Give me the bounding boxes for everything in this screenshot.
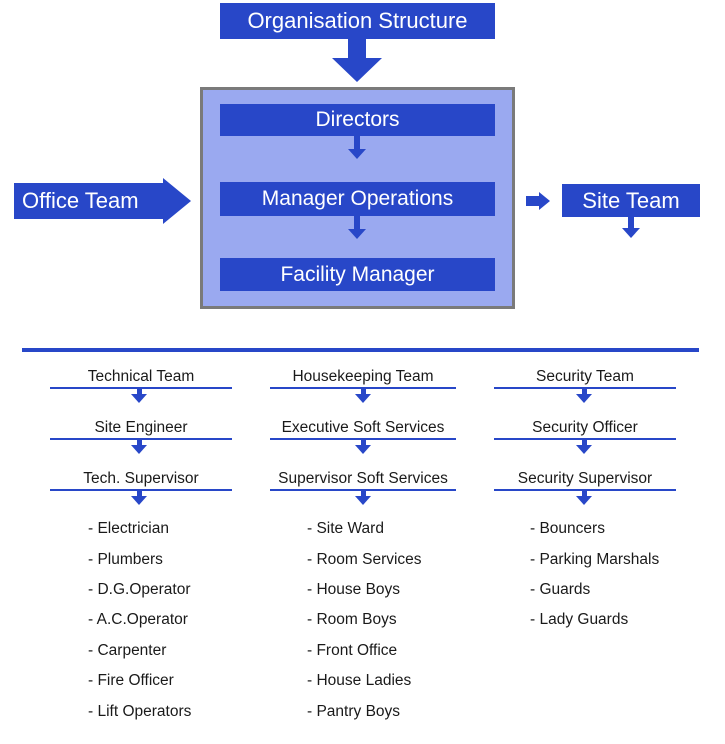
office-team-arrow-head: [163, 178, 191, 224]
arrow-stem: [137, 491, 142, 497]
heading-underline: [494, 489, 676, 491]
heading-underline: [270, 489, 456, 491]
arrow-down-icon: [576, 496, 592, 505]
directors-box: Directors: [220, 104, 495, 136]
arrow-down-icon: [355, 394, 371, 403]
arrow-stem: [137, 440, 142, 446]
heading-underline: [494, 438, 676, 440]
arrow-down-icon: [348, 149, 366, 159]
list-item: - Parking Marshals: [530, 551, 660, 568]
list-item: - Front Office: [307, 642, 398, 659]
arrow-stem: [582, 491, 587, 497]
directors-label: Directors: [315, 108, 400, 131]
column-heading: Security Supervisor: [517, 470, 653, 487]
arrow-stem: [361, 491, 366, 497]
heading-underline: [50, 387, 232, 389]
arrow-stem: [354, 136, 360, 150]
list-item: - Electrician: [88, 520, 169, 537]
list-item: - Carpenter: [88, 642, 167, 659]
list-item: - A.C.Operator: [88, 611, 188, 628]
arrow-down-icon: [576, 445, 592, 454]
title-arrow: [348, 39, 366, 59]
arrow-down-icon: [131, 445, 147, 454]
column-heading: Security Officer: [532, 419, 638, 436]
list-item: - Room Boys: [307, 611, 397, 628]
arrow-down-icon: [576, 394, 592, 403]
list-item: - Guards: [530, 581, 591, 598]
site-team-label: Site Team: [582, 187, 680, 213]
heading-underline: [270, 438, 456, 440]
diagram-title: Organisation Structure: [247, 8, 468, 33]
arrow-stem: [354, 216, 360, 230]
title-arrow-head: [332, 58, 382, 82]
arrow-down-icon: [355, 496, 371, 505]
column-heading: Technical Team: [87, 368, 195, 385]
list-item: - Pantry Boys: [307, 703, 401, 720]
arrow-down-icon: [131, 496, 147, 505]
section-divider: [22, 348, 699, 352]
facility-manager-label: Facility Manager: [280, 262, 435, 286]
arrow-stem: [361, 440, 366, 446]
office-team-label: Office Team: [22, 188, 139, 213]
heading-underline: [50, 438, 232, 440]
column-heading: Supervisor Soft Services: [278, 470, 448, 487]
list-item: - Site Ward: [307, 520, 384, 537]
arrow-stem: [628, 217, 634, 229]
arrow-down-icon: [131, 394, 147, 403]
column-heading: Executive Soft Services: [281, 419, 445, 436]
arrow-stem: [361, 389, 366, 395]
office-team-box: Office Team: [14, 183, 164, 219]
heading-underline: [50, 489, 232, 491]
facility-manager-box: Facility Manager: [220, 258, 495, 291]
list-item: - Plumbers: [88, 551, 163, 568]
column-heading: Housekeeping Team: [292, 368, 434, 385]
list-item: - House Ladies: [307, 672, 412, 689]
heading-underline: [494, 387, 676, 389]
title-box: Organisation Structure: [220, 3, 495, 39]
column-heading: Security Team: [536, 368, 634, 385]
arrow-down-icon: [348, 229, 366, 239]
arrow-down-icon: [355, 445, 371, 454]
list-item: - Fire Officer: [88, 672, 174, 689]
column-heading: Site Engineer: [94, 419, 188, 436]
arrow-down-icon: [622, 228, 640, 238]
list-item: - D.G.Operator: [88, 581, 191, 598]
arrow-stem: [582, 389, 587, 395]
arrow-stem: [582, 440, 587, 446]
right-arrow-icon: [539, 192, 550, 210]
list-item: - Lift Operators: [88, 703, 192, 720]
site-arrow-stem: [526, 196, 540, 206]
manager-operations-label: Manager Operations: [261, 187, 454, 210]
arrow-stem: [137, 389, 142, 395]
heading-underline: [270, 387, 456, 389]
column-heading: Tech. Supervisor: [83, 470, 199, 487]
list-item: - Lady Guards: [530, 611, 629, 628]
manager-operations-box: Manager Operations: [220, 182, 495, 216]
site-team-box: Site Team: [562, 184, 700, 217]
list-item: - Room Services: [307, 551, 422, 568]
list-item: - House Boys: [307, 581, 401, 598]
list-item: - Bouncers: [530, 520, 605, 537]
